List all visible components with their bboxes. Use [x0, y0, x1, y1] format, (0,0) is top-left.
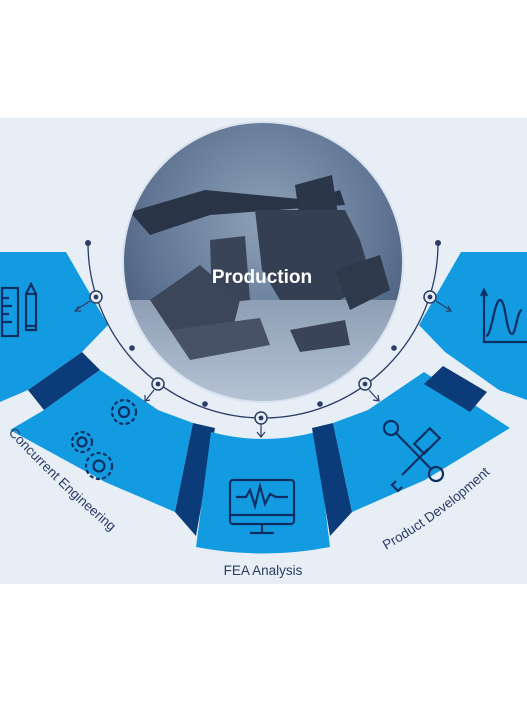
monitor-waveform-icon	[228, 478, 296, 535]
gears-icon	[70, 398, 138, 481]
segment-concurrent[interactable]	[10, 370, 215, 536]
connector-arrow	[73, 300, 453, 438]
segment-label-fea: FEA Analysis	[224, 563, 303, 578]
segment-concurrent-shadow	[175, 423, 215, 536]
production-photo	[119, 118, 407, 406]
segment-analytics-shadow	[424, 366, 487, 412]
chart-curve-icon	[480, 287, 527, 344]
segment-analytics[interactable]	[419, 252, 527, 412]
segment-tools-shadow	[28, 352, 100, 410]
connector-node	[85, 240, 441, 425]
segment-product-shadow	[312, 423, 352, 536]
segment-fea[interactable]	[196, 432, 330, 554]
wrench-screwdriver-icon	[382, 419, 445, 493]
segment-tools[interactable]	[0, 252, 108, 410]
center-label: Production	[212, 267, 312, 288]
ruler-pencil-icon	[0, 281, 38, 338]
